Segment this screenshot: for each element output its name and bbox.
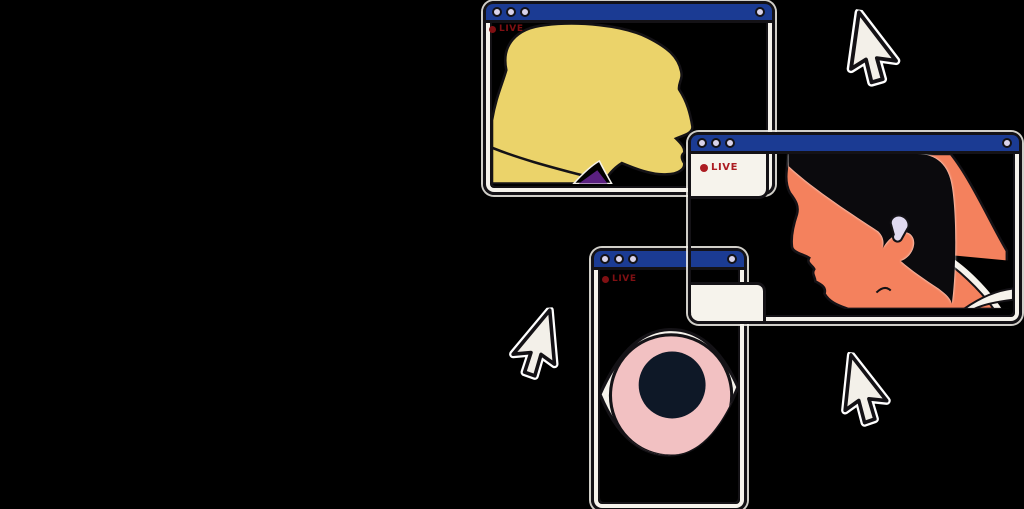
arrow-cursor-icon (836, 351, 896, 432)
window-coral-profile: LIVE (688, 132, 1022, 324)
window-button-icon[interactable] (520, 7, 530, 17)
record-dot-icon (489, 25, 496, 33)
window-button-icon[interactable] (614, 254, 624, 264)
window-titlebar[interactable] (486, 4, 772, 23)
window-button-icon[interactable] (600, 254, 610, 264)
record-dot-icon (700, 163, 708, 172)
window-content: LIVE (691, 154, 1019, 321)
window-button-icon[interactable] (506, 7, 516, 17)
window-button-icon[interactable] (492, 7, 502, 17)
window-button-icon[interactable] (725, 138, 735, 148)
live-badge: LIVE (700, 162, 738, 173)
window-button-icon[interactable] (697, 138, 707, 148)
live-label: LIVE (711, 162, 739, 173)
blank-panel (691, 282, 766, 321)
live-badge: LIVE (602, 274, 637, 284)
live-badge: LIVE (489, 24, 524, 34)
earbud-icon (889, 214, 910, 243)
window-button-icon[interactable] (628, 254, 638, 264)
window-titlebar[interactable] (691, 135, 1019, 154)
live-label: LIVE (499, 24, 524, 34)
yellow-face-illustration (492, 23, 694, 184)
window-button-icon[interactable] (1002, 138, 1012, 148)
coral-woman-illustration (784, 154, 1013, 309)
arrow-cursor-mirrored-icon (505, 306, 563, 385)
window-titlebar[interactable] (594, 251, 744, 270)
eye-illustration (600, 328, 738, 457)
live-label: LIVE (612, 274, 637, 284)
arrow-cursor-icon (841, 8, 907, 93)
window-button-icon[interactable] (727, 254, 737, 264)
record-dot-icon (602, 275, 609, 283)
window-button-icon[interactable] (755, 7, 765, 17)
live-panel: LIVE (691, 154, 769, 199)
window-button-icon[interactable] (711, 138, 721, 148)
